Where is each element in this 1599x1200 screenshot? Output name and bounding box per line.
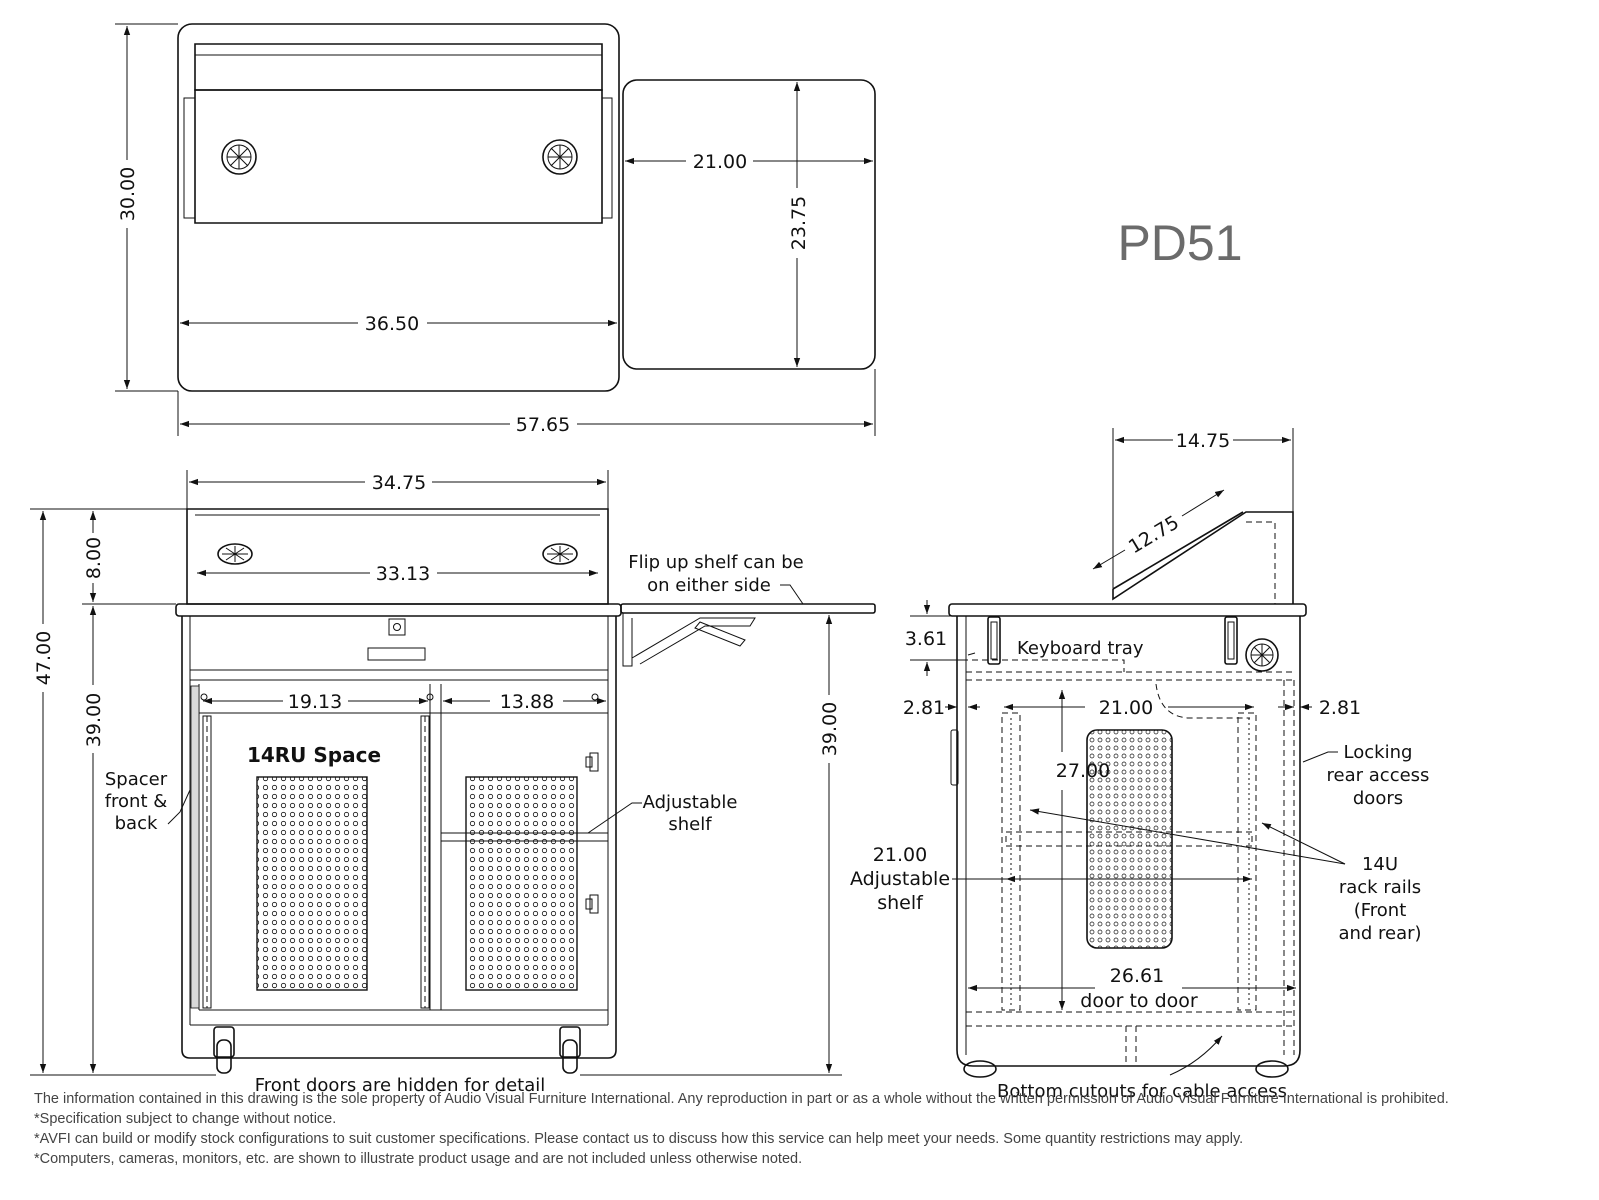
side-view: 14.75 12.75 3.61 2.81 2.81 21.00 27.00 2… bbox=[850, 428, 1429, 1102]
label-locking-line3: doors bbox=[1353, 788, 1403, 809]
front-view: 34.75 33.13 19.13 13.88 47.00 8.00 39.00… bbox=[30, 470, 876, 1096]
grommet-right-icon bbox=[542, 139, 578, 175]
footer-line-2: *Specification subject to change without… bbox=[34, 1111, 337, 1127]
dim-slope: 12.75 bbox=[1125, 511, 1183, 558]
side-vent-panel bbox=[1086, 729, 1173, 949]
footer-line-4: *Computers, cameras, monitors, etc. are … bbox=[34, 1151, 803, 1167]
dim-side-left: 2.81 bbox=[903, 697, 945, 719]
dim-door-to-door-label: door to door bbox=[1080, 990, 1198, 1012]
dim-bay-right: 13.88 bbox=[500, 691, 554, 713]
label-rails-line3: (Front bbox=[1354, 900, 1407, 921]
dim-side-depth: 14.75 bbox=[1176, 430, 1230, 452]
dim-top-depth: 30.00 bbox=[117, 167, 139, 221]
dim-riser-height: 8.00 bbox=[83, 537, 105, 579]
label-spacer-line3: back bbox=[115, 813, 158, 834]
dim-inner-width: 33.13 bbox=[376, 563, 430, 585]
label-adjustable-line2: shelf bbox=[668, 814, 712, 835]
vent-panel-left bbox=[256, 776, 368, 991]
dim-adj-shelf-word1: Adjustable bbox=[850, 868, 950, 890]
caster-right-icon bbox=[559, 1026, 581, 1074]
grommet-side-icon bbox=[1245, 638, 1279, 672]
label-rails-line4: and rear) bbox=[1338, 923, 1421, 944]
dim-adj-shelf-value: 21.00 bbox=[873, 844, 927, 866]
grommet-front-left-icon bbox=[217, 543, 253, 565]
dim-shelf-depth: 23.75 bbox=[788, 196, 810, 250]
dim-shelf-width: 21.00 bbox=[693, 151, 747, 173]
label-flip-shelf-line2: on either side bbox=[647, 575, 771, 596]
label-cutouts: Bottom cutouts for cable access bbox=[997, 1081, 1287, 1102]
label-front-doors: Front doors are hidden for detail bbox=[255, 1075, 546, 1096]
label-locking-line2: rear access bbox=[1327, 765, 1430, 786]
footer-line-1: The information contained in this drawin… bbox=[34, 1091, 1449, 1107]
label-flip-shelf-line1: Flip up shelf can be bbox=[628, 552, 804, 573]
model-name: PD51 bbox=[1117, 215, 1242, 271]
label-keyboard-tray: Keyboard tray bbox=[1017, 638, 1144, 659]
top-view-desk-outline bbox=[177, 23, 620, 392]
dim-body-height-right: 39.00 bbox=[819, 702, 841, 756]
grommet-front-right-icon bbox=[542, 543, 578, 565]
top-view-flip-shelf bbox=[622, 79, 876, 370]
label-spacer-line1: Spacer bbox=[105, 769, 168, 790]
dim-bay-left: 19.13 bbox=[288, 691, 342, 713]
top-view: 30.00 36.50 21.00 23.75 57.65 bbox=[115, 23, 876, 436]
label-rails-line1: 14U bbox=[1362, 854, 1398, 875]
label-14ru-space: 14RU Space bbox=[247, 743, 381, 767]
dim-total-height: 47.00 bbox=[33, 631, 55, 685]
dim-side-right: 2.81 bbox=[1319, 697, 1361, 719]
footer-notes: The information contained in this drawin… bbox=[34, 1089, 1574, 1169]
footer-line-3: *AVFI can build or modify stock configur… bbox=[34, 1131, 1244, 1147]
dim-rack-width: 21.00 bbox=[1099, 697, 1153, 719]
label-rails-line2: rack rails bbox=[1339, 877, 1421, 898]
grommet-left-icon bbox=[221, 139, 257, 175]
spacer-strip bbox=[190, 685, 200, 1009]
vent-panel-right bbox=[465, 776, 578, 991]
dim-front-width: 34.75 bbox=[372, 472, 426, 494]
dim-adj-shelf-word2: shelf bbox=[877, 892, 924, 914]
caster-left-icon bbox=[213, 1026, 235, 1074]
dim-body-height-left: 39.00 bbox=[83, 693, 105, 747]
dim-rack-height: 27.00 bbox=[1056, 760, 1110, 782]
dim-door-to-door-value: 26.61 bbox=[1110, 965, 1164, 987]
label-adjustable-line1: Adjustable bbox=[643, 792, 738, 813]
label-spacer-line2: front & bbox=[105, 791, 168, 812]
dim-top-width: 36.50 bbox=[365, 313, 419, 335]
label-locking-line1: Locking bbox=[1344, 742, 1413, 763]
dim-keyboard-gap: 3.61 bbox=[905, 628, 947, 650]
dim-overall-width: 57.65 bbox=[516, 414, 570, 436]
